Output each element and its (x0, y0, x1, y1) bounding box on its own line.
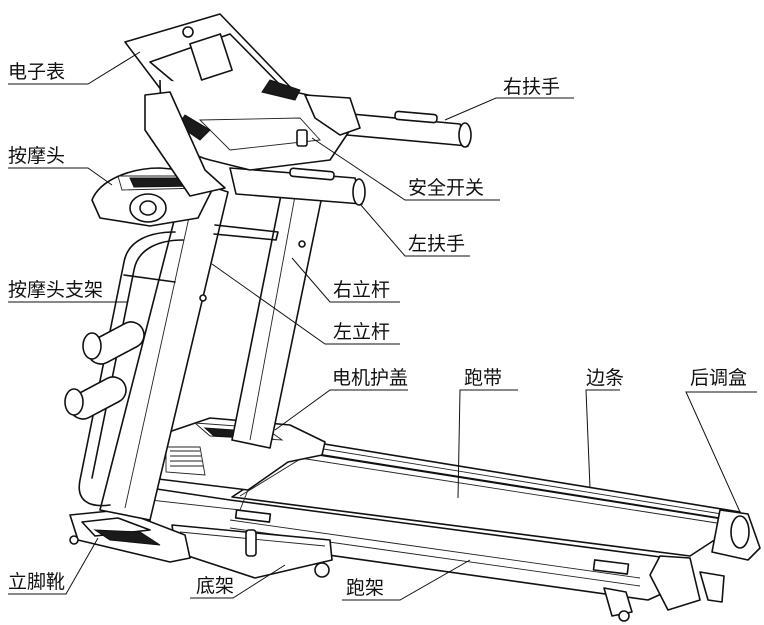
leader-running-frame (342, 559, 471, 601)
leader-left-upright (211, 263, 400, 345)
right-upright (231, 189, 323, 449)
leader-base-frame (190, 564, 286, 599)
leader-right-upright (291, 257, 400, 303)
leader-safety-switch (311, 137, 500, 201)
label-right-handrail: 右扶手 (503, 76, 560, 98)
label-motor-cover: 电机护盖 (332, 367, 408, 389)
label-base-frame: 底架 (196, 575, 234, 597)
leader-right-handrail (444, 97, 574, 121)
label-massage-head: 按摩头 (8, 145, 65, 167)
leader-side-rail (585, 389, 620, 489)
label-side-rail: 边条 (586, 367, 624, 389)
label-left-handrail: 左扶手 (408, 233, 465, 255)
labels: 电子表 右扶手 按摩头 安全开关 左扶手 按摩头支架 右立杆 左立杆 电机护盖 … (8, 61, 747, 599)
label-console: 电子表 (8, 61, 65, 83)
left-handrail (229, 167, 366, 206)
console (124, 13, 361, 197)
label-safety-switch: 安全开关 (408, 177, 484, 199)
base-frame (171, 524, 333, 579)
leader-running-belt (457, 389, 518, 499)
label-running-belt: 跑带 (464, 367, 502, 389)
label-foot-boot: 立脚靴 (8, 571, 65, 593)
rear-adjust-box (603, 509, 761, 622)
leader-left-handrail (359, 203, 470, 257)
leader-rear-adjust-box (685, 391, 757, 513)
right-handrail (329, 110, 472, 148)
leader-lines (8, 51, 757, 601)
label-left-upright: 左立杆 (333, 321, 390, 343)
leader-motor-cover (274, 389, 408, 431)
massage-head-bracket (64, 224, 279, 507)
label-massage-head-bracket: 按摩头支架 (8, 279, 103, 301)
label-rear-adjust-box: 后调盒 (690, 367, 747, 389)
leader-massage-head (8, 167, 113, 186)
leader-foot-boot (8, 537, 99, 595)
label-running-frame: 跑架 (346, 577, 384, 599)
foot-boot (69, 509, 191, 563)
leader-console (8, 51, 141, 85)
label-right-upright: 右立杆 (333, 279, 390, 301)
